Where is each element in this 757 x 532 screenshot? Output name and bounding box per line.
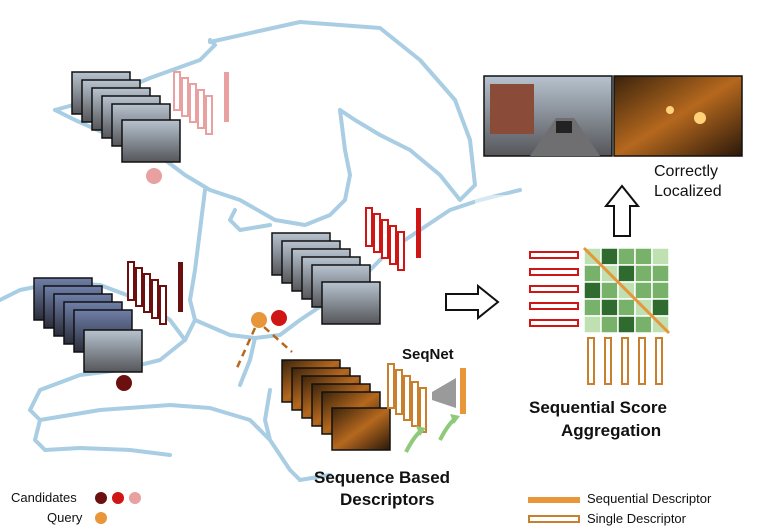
legend-candidate-dark [95, 492, 107, 504]
seqnet-output-descriptor [460, 368, 466, 414]
night-image [613, 75, 743, 157]
legend-sequential-swatch [528, 497, 580, 503]
legend-single-swatch [528, 515, 580, 523]
descriptor-stack-red [365, 207, 405, 271]
night-light [694, 112, 706, 124]
funnel-icon [432, 378, 456, 408]
descriptor-stack-pink [173, 71, 213, 135]
sequential-score-label-line2: Aggregation [561, 421, 662, 440]
arrow-up-icon [603, 184, 641, 237]
day-car [556, 121, 572, 133]
image-stack-query [281, 359, 391, 451]
seqnet-label: SeqNet [402, 346, 454, 363]
day-building [490, 84, 534, 134]
night-light [666, 106, 674, 114]
matrix-diagonal [582, 246, 671, 335]
candidate-marker-pink [146, 168, 162, 184]
legend-query [95, 512, 107, 524]
correctly-localized-label-line1: Correctly [654, 163, 719, 180]
correctly-localized-label-line2: Localized [654, 183, 722, 200]
legend-query-label: Query [47, 510, 83, 525]
image-stack-top-left [71, 71, 181, 163]
image-stack-middle-left [33, 277, 143, 373]
descriptor-stack-dark [127, 261, 167, 325]
curved-arrow-head-icon [416, 426, 426, 436]
query-marker [251, 312, 267, 328]
legend-sequential-label: Sequential Descriptor [587, 491, 712, 506]
legend-candidates-label: Candidates [11, 490, 77, 505]
localized-image-pair [483, 75, 743, 157]
candidate-marker-red [271, 310, 287, 326]
zoom-lines [234, 326, 293, 371]
seqnet-input-descriptors [387, 363, 427, 433]
matrix-row-descriptors [529, 251, 579, 327]
legend-candidate-red [112, 492, 124, 504]
curved-arrow-head-icon [450, 414, 460, 424]
image-stack-center [271, 232, 381, 325]
matrix-column-descriptors [587, 337, 663, 385]
sequence-based-label-line1: Sequence Based [314, 468, 451, 487]
sequential-descriptor-pink [224, 72, 229, 122]
legend-candidate-pink [129, 492, 141, 504]
legend-single-label: Single Descriptor [587, 511, 686, 526]
sequential-descriptor-dark [178, 262, 183, 312]
candidate-marker-dark [116, 375, 132, 391]
sequential-descriptor-red [416, 208, 421, 258]
day-road [530, 118, 600, 156]
arrow-right-icon [445, 283, 500, 321]
sequential-score-label-line1: Sequential Score [529, 398, 667, 417]
sequence-based-label-line2: Descriptors [340, 490, 435, 509]
